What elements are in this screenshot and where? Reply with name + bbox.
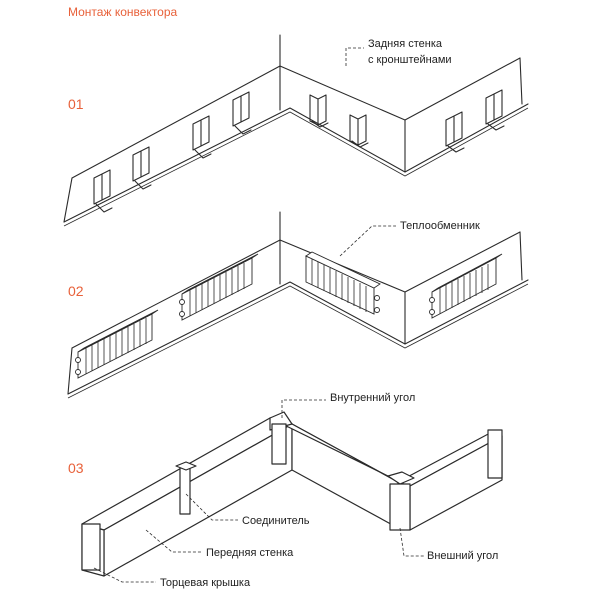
leader-end-cap bbox=[93, 567, 156, 583]
step-number-1: 01 bbox=[68, 96, 84, 112]
step-number-2: 02 bbox=[68, 283, 84, 299]
label-heat-exchanger: Теплообменник bbox=[400, 220, 480, 232]
step1-back-wall bbox=[63, 34, 529, 227]
label-back-wall-line1: Задняя стенка bbox=[368, 38, 443, 50]
label-inner-corner: Внутренний угол bbox=[330, 392, 416, 404]
leader-inner-corner bbox=[281, 399, 326, 418]
label-outer-corner: Внешний угол bbox=[427, 550, 499, 562]
leader-back-wall bbox=[345, 47, 364, 66]
step3-leaders bbox=[93, 399, 424, 583]
label-back-wall-line2: с кронштейнами bbox=[368, 54, 452, 66]
label-end-cap: Торцевая крышка bbox=[160, 577, 251, 589]
step2-wall bbox=[67, 211, 529, 399]
leader-outer-corner bbox=[399, 527, 424, 557]
step3-casing bbox=[81, 411, 503, 577]
step2-heat-exchangers bbox=[75, 225, 503, 379]
page-title: Монтаж конвектора bbox=[68, 5, 178, 19]
label-connector: Соединитель bbox=[242, 515, 310, 527]
step-number-3: 03 bbox=[68, 460, 84, 476]
label-front-wall: Передняя стенка bbox=[206, 547, 294, 559]
leader-connector bbox=[185, 493, 238, 521]
leader-front-wall bbox=[145, 529, 202, 553]
step1-brackets bbox=[93, 47, 505, 213]
leader-heat-exchanger bbox=[339, 225, 396, 257]
